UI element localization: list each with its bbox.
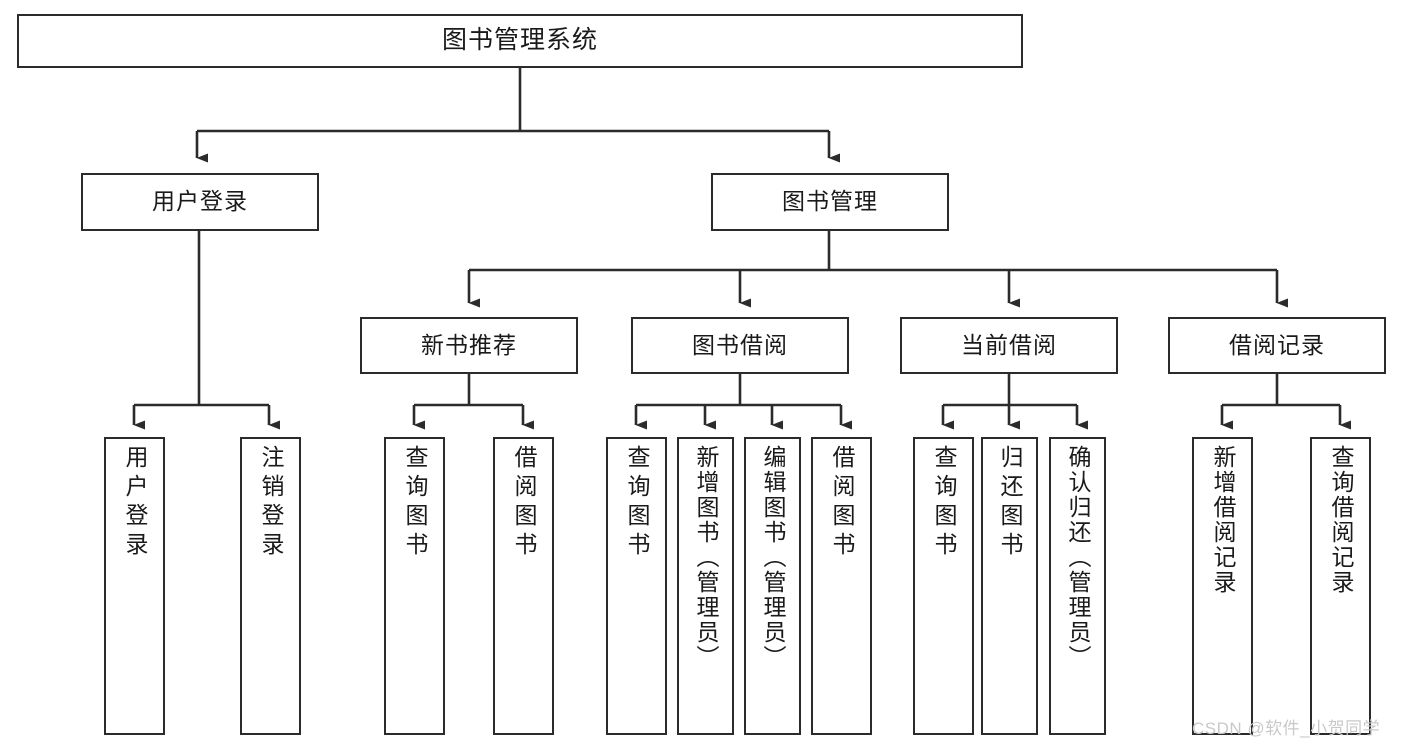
leaf-book-borrow-borrow[interactable]: 借阅图书 (811, 437, 872, 735)
node-label: 查询图书 (624, 445, 650, 561)
node-label: 用户登录 (152, 188, 248, 215)
leaf-user-login-logout[interactable]: 注销登录 (240, 437, 301, 735)
node-label: 新书推荐 (421, 331, 517, 358)
node-label: 新增借阅记录 (1210, 445, 1236, 595)
node-user-login[interactable]: 用户登录 (81, 173, 319, 231)
node-label: 借阅图书 (829, 445, 855, 561)
node-borrow-record[interactable]: 借阅记录 (1168, 317, 1386, 374)
node-label: 确认归还（管理员） (1065, 445, 1091, 670)
node-label: 借阅记录 (1229, 331, 1325, 358)
leaf-borrow-record-add[interactable]: 新增借阅记录 (1192, 437, 1253, 735)
node-label: 用户登录 (122, 445, 148, 561)
node-label: 图书借阅 (692, 331, 788, 358)
leaf-new-book-query[interactable]: 查询图书 (384, 437, 445, 735)
node-label: 图书管理 (782, 188, 878, 215)
leaf-current-borrow-return[interactable]: 归还图书 (981, 437, 1038, 735)
node-label: 借阅图书 (511, 445, 537, 561)
node-root-system[interactable]: 图书管理系统 (17, 14, 1023, 68)
leaf-new-book-borrow[interactable]: 借阅图书 (493, 437, 554, 735)
leaf-current-borrow-confirm-return[interactable]: 确认归还（管理员） (1049, 437, 1106, 735)
node-current-borrow[interactable]: 当前借阅 (900, 317, 1118, 374)
node-label: 归还图书 (997, 445, 1023, 561)
leaf-borrow-record-query[interactable]: 查询借阅记录 (1310, 437, 1371, 735)
node-book-borrow[interactable]: 图书借阅 (631, 317, 849, 374)
leaf-book-borrow-edit[interactable]: 编辑图书（管理员） (744, 437, 801, 735)
node-label: 新增图书（管理员） (693, 445, 719, 670)
node-label: 查询图书 (931, 445, 957, 561)
leaf-book-borrow-add[interactable]: 新增图书（管理员） (677, 437, 734, 735)
node-label: 编辑图书（管理员） (760, 445, 786, 670)
node-new-book-recommend[interactable]: 新书推荐 (360, 317, 578, 374)
node-label: 图书管理系统 (441, 26, 598, 55)
leaf-user-login-login[interactable]: 用户登录 (104, 437, 165, 735)
node-label: 查询图书 (402, 445, 428, 561)
node-label: 当前借阅 (961, 331, 1057, 358)
leaf-book-borrow-query[interactable]: 查询图书 (606, 437, 667, 735)
node-label: 查询借阅记录 (1328, 445, 1354, 595)
node-book-management[interactable]: 图书管理 (711, 173, 949, 231)
watermark-text: CSDN @软件_小贺同学 (1192, 719, 1381, 738)
leaf-current-borrow-query[interactable]: 查询图书 (913, 437, 974, 735)
node-label: 注销登录 (258, 445, 284, 561)
